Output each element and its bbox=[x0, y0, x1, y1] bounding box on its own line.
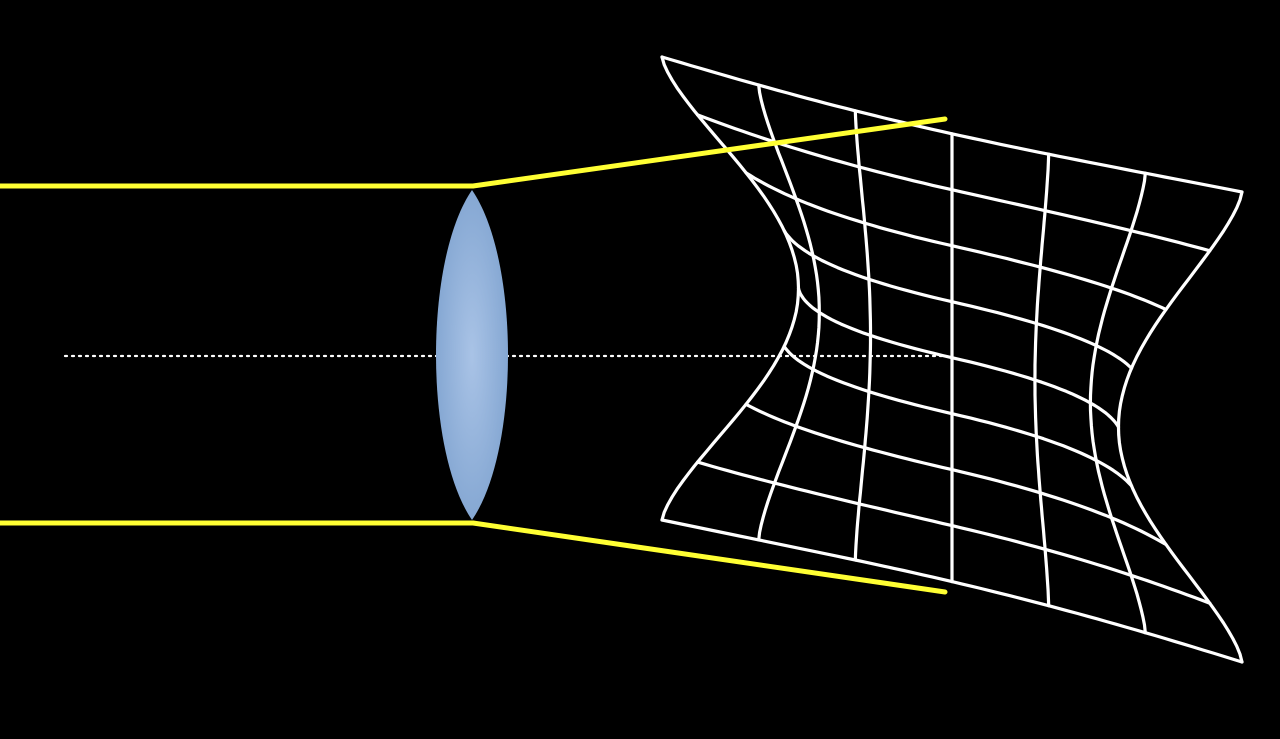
grid-column-line bbox=[660, 55, 801, 522]
grid-column-line bbox=[1116, 190, 1244, 664]
converging-lens bbox=[436, 190, 508, 520]
distorted-image-grid bbox=[660, 55, 1244, 664]
grid-column-line bbox=[757, 83, 821, 542]
grid-row-line bbox=[782, 344, 1134, 488]
refracted-ray-top bbox=[470, 116, 948, 189]
grid-column-line bbox=[1088, 171, 1147, 635]
grid-row-line bbox=[782, 229, 1134, 370]
grid-row-line bbox=[796, 286, 1121, 429]
grid-row-line bbox=[744, 402, 1168, 547]
refracted-ray-bottom bbox=[470, 520, 948, 595]
grid-column-line bbox=[1033, 152, 1051, 608]
grid-column-line bbox=[853, 109, 873, 562]
